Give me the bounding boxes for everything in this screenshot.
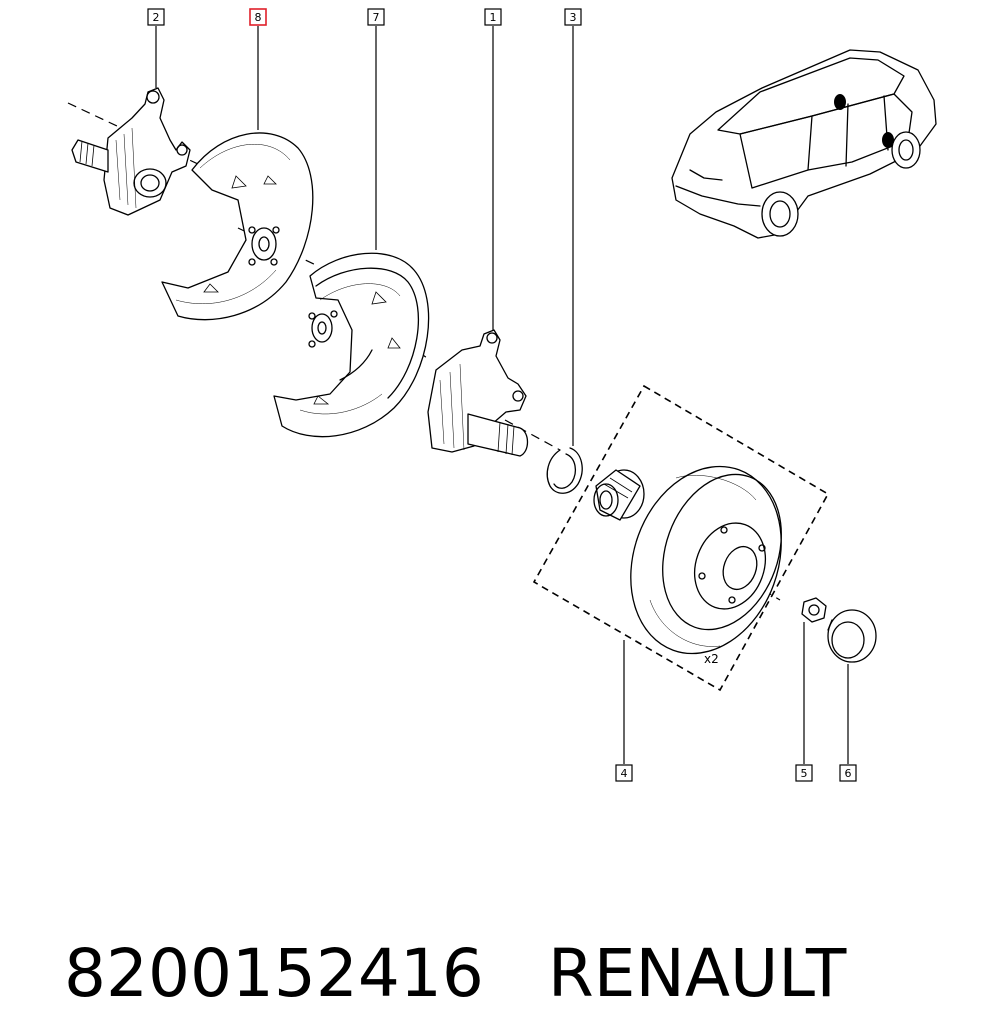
svg-text:5: 5 (801, 767, 808, 780)
car-illustration (671, 49, 937, 239)
brand-name: RENAULT (547, 935, 847, 1012)
part-number: 8200152416 (63, 935, 484, 1012)
callout-3[interactable]: 3 (564, 8, 582, 26)
quantity-label: x2 (704, 652, 719, 666)
part-7-back-plate (273, 252, 430, 438)
part-6-hub-cap (827, 609, 877, 663)
callout-2[interactable]: 2 (147, 8, 165, 26)
footer-caption: 8200152416 RENAULT (22, 858, 846, 1012)
svg-text:2: 2 (153, 11, 160, 24)
callout-4[interactable]: 4 (615, 764, 633, 782)
part-1-stub-axle-carrier (427, 329, 529, 457)
svg-text:4: 4 (621, 767, 628, 780)
svg-text:3: 3 (570, 11, 577, 24)
wheel-bearing (593, 469, 645, 521)
svg-text:6: 6 (845, 767, 852, 780)
callout-6[interactable]: 6 (839, 764, 857, 782)
svg-text:7: 7 (373, 11, 380, 24)
callout-7[interactable]: 7 (367, 8, 385, 26)
kit-boundary-box (532, 384, 830, 692)
callout-5[interactable]: 5 (795, 764, 813, 782)
part-2-stub-axle (71, 87, 191, 216)
callout-1[interactable]: 1 (484, 8, 502, 26)
callout-8[interactable]: 8 (249, 8, 267, 26)
svg-text:1: 1 (490, 11, 497, 24)
part-5-hub-nut (801, 597, 827, 623)
part-4-brake-disc (630, 465, 782, 655)
svg-text:8: 8 (255, 11, 262, 24)
part-8-dust-shield (161, 132, 314, 321)
part-3-circlip (546, 447, 583, 494)
exploded-parts-diagram: x2 2 8 (67, 8, 937, 782)
